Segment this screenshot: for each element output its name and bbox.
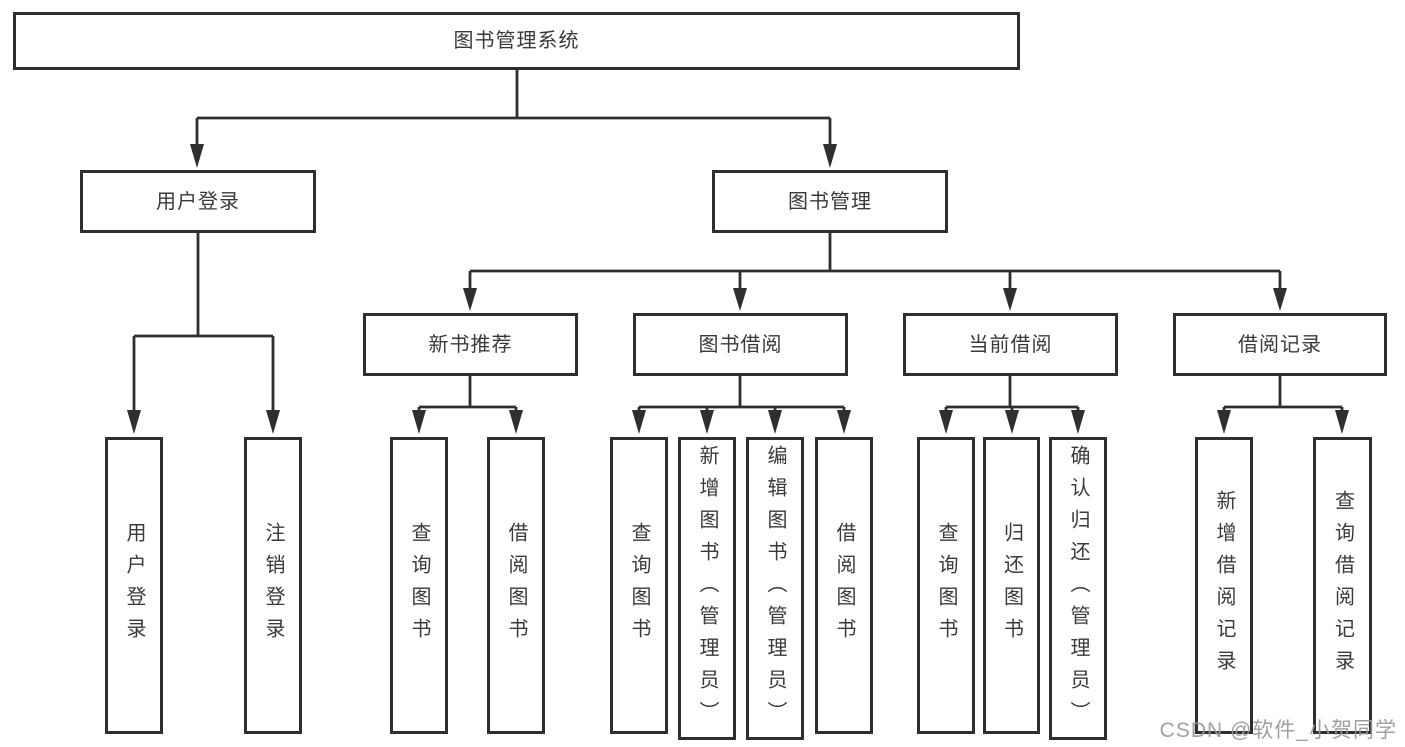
node-label: 用户登录 bbox=[123, 521, 145, 650]
node-label: 当前借阅 bbox=[968, 333, 1053, 356]
leaf-add-books-admin: 新增图书（管理员） bbox=[678, 437, 736, 740]
node-borrowing-records: 借阅记录 bbox=[1173, 313, 1387, 376]
watermark-text: CSDN @软件_小贺同学 bbox=[1159, 719, 1397, 742]
node-book-borrowing: 图书借阅 bbox=[633, 313, 848, 376]
leaf-borrow-books-recommend: 借阅图书 bbox=[487, 437, 545, 734]
leaf-user-login: 用户登录 bbox=[105, 437, 163, 734]
node-current-borrowing: 当前借阅 bbox=[903, 313, 1118, 376]
node-label: 查询图书 bbox=[408, 521, 430, 650]
node-book-management-module: 图书管理 bbox=[712, 170, 948, 233]
node-user-login-module: 用户登录 bbox=[80, 170, 316, 233]
node-root-system: 图书管理系统 bbox=[13, 12, 1020, 70]
node-label: 借阅记录 bbox=[1238, 333, 1322, 356]
node-label: 查询图书 bbox=[935, 521, 957, 650]
node-label: 查询借阅记录 bbox=[1331, 489, 1354, 682]
node-label: 查询图书 bbox=[628, 521, 650, 650]
node-label: 图书借阅 bbox=[698, 333, 783, 356]
node-new-book-recommendation: 新书推荐 bbox=[363, 313, 578, 376]
leaf-query-borrow-record: 查询借阅记录 bbox=[1313, 437, 1372, 734]
leaf-edit-books-admin: 编辑图书（管理员） bbox=[746, 437, 804, 740]
node-label: 借阅图书 bbox=[505, 521, 527, 650]
node-label: 归还图书 bbox=[1000, 521, 1023, 650]
node-label: 图书管理 bbox=[788, 190, 872, 213]
leaf-query-books-current: 查询图书 bbox=[917, 437, 975, 734]
node-label: 确认归还（管理员） bbox=[1067, 444, 1089, 733]
leaf-query-books-recommend: 查询图书 bbox=[390, 437, 448, 734]
leaf-borrow-books: 借阅图书 bbox=[815, 437, 873, 734]
leaf-logout: 注销登录 bbox=[244, 437, 302, 734]
node-label: 新书推荐 bbox=[428, 333, 513, 356]
node-label: 借阅图书 bbox=[833, 521, 855, 650]
node-label: 新增图书（管理员） bbox=[696, 444, 718, 733]
leaf-query-books-borrow: 查询图书 bbox=[610, 437, 668, 734]
leaf-confirm-return-admin: 确认归还（管理员） bbox=[1049, 437, 1107, 740]
node-label: 注销登录 bbox=[262, 521, 284, 650]
node-label: 编辑图书（管理员） bbox=[764, 444, 786, 733]
node-label: 图书管理系统 bbox=[453, 30, 580, 52]
node-label: 新增借阅记录 bbox=[1213, 489, 1235, 682]
leaf-add-borrow-record: 新增借阅记录 bbox=[1195, 437, 1253, 734]
node-label: 用户登录 bbox=[156, 190, 240, 213]
leaf-return-books: 归还图书 bbox=[983, 437, 1040, 734]
